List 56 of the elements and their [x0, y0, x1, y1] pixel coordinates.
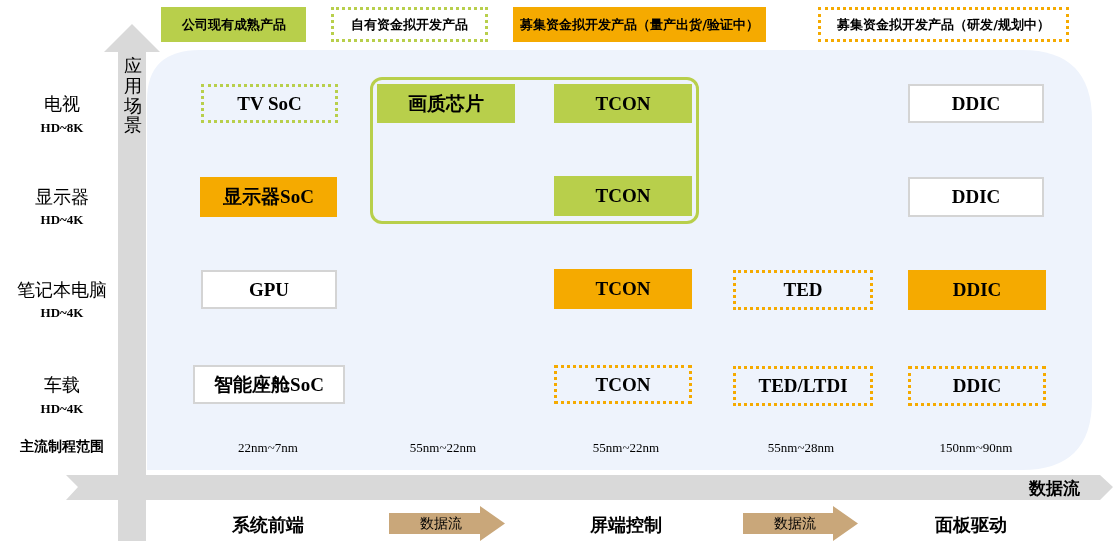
process-label: 22nm~7nm — [238, 440, 298, 456]
product-name: TED/LTDI — [758, 375, 848, 397]
stage-label: 屏端控制 — [590, 514, 662, 537]
axis-title: 数据流 — [1028, 477, 1080, 500]
product-name: TV SoC — [237, 92, 302, 115]
process-label: 55nm~28nm — [767, 440, 835, 456]
product-name: TED — [783, 279, 823, 301]
arrow-label: 数据流 — [420, 515, 462, 533]
product-name: 显示器SoC — [223, 185, 314, 209]
legend-text: 募集资金拟开发产品（量产出货/验证中） — [520, 15, 759, 34]
group-frame — [370, 77, 699, 224]
product-box — [201, 270, 337, 309]
arrow-label: 数据流 — [774, 515, 816, 533]
row-label: 电视 — [44, 93, 80, 116]
product-name: DDIC — [951, 186, 1001, 208]
legend-text: 公司现有成熟产品 — [181, 15, 286, 34]
resolution-label: HD~4K — [40, 305, 84, 321]
product-box — [554, 176, 692, 216]
product-box — [733, 366, 873, 406]
product-box — [554, 84, 692, 123]
product-box — [908, 84, 1044, 123]
process-label: 150nm~90nm — [939, 440, 1013, 456]
product-name: TCON — [595, 185, 651, 207]
process-label: 55nm~22nm — [592, 440, 660, 456]
product-name: TCON — [595, 373, 651, 396]
stage-label: 面板驱动 — [935, 514, 1007, 537]
product-box — [193, 365, 345, 404]
resolution-label: HD~4K — [40, 401, 84, 417]
product-name: DDIC — [951, 92, 1001, 115]
product-box — [554, 365, 692, 404]
row-label: 主流制程范围 — [20, 438, 104, 456]
product-name: GPU — [248, 278, 290, 301]
product-name: TCON — [595, 92, 651, 115]
row-label: 笔记本电脑 — [17, 279, 107, 302]
product-box — [554, 269, 692, 309]
legend-text: 募集资金拟开发产品（研发/规划中） — [837, 15, 1050, 34]
product-name: DDIC — [952, 375, 1002, 397]
resolution-label: HD~8K — [40, 120, 84, 136]
resolution-label: HD~4K — [40, 212, 84, 228]
axis-title: 应用场景 — [124, 57, 142, 137]
row-label: 车载 — [44, 374, 80, 397]
product-name: 智能座舱SoC — [214, 372, 324, 397]
process-label: 55nm~22nm — [409, 440, 477, 456]
legend-text: 自有资金拟开发产品 — [351, 15, 468, 34]
row-label: 显示器 — [35, 186, 89, 209]
product-box — [908, 177, 1044, 217]
product-box — [201, 84, 338, 123]
product-box — [200, 177, 337, 217]
product-box — [733, 270, 873, 310]
product-name: TCON — [595, 278, 651, 300]
product-box — [908, 366, 1046, 406]
stage-label: 系统前端 — [232, 514, 304, 537]
product-box — [908, 270, 1046, 310]
product-name: 画质芯片 — [408, 91, 484, 116]
product-box — [377, 84, 515, 123]
product-name: DDIC — [952, 279, 1002, 301]
